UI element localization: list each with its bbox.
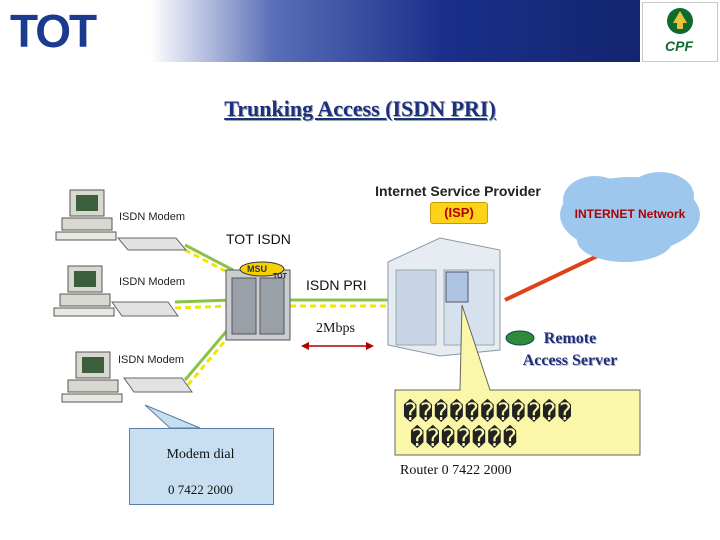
remote-line-1: Remote xyxy=(543,330,597,347)
cpf-logo-text: CPF xyxy=(665,38,693,54)
cpf-emblem-icon xyxy=(667,8,693,34)
isdn-modem-2 xyxy=(111,301,179,317)
callout-phone-number: 0 7422 2000 xyxy=(168,482,233,497)
isdn-modem-3 xyxy=(123,377,193,393)
thai-text-line-2: ������� xyxy=(410,424,519,452)
msu-rack xyxy=(225,261,291,341)
cpf-logo xyxy=(642,2,718,62)
page-title: Trunking Access (ISDN PRI) xyxy=(224,96,496,121)
modem-label-1: ISDN Modem xyxy=(119,211,186,223)
modem-label-3: ISDN Modem xyxy=(118,354,185,366)
internet-cloud-icon xyxy=(560,172,700,262)
remote-access-server-label: Remote Access Server xyxy=(500,328,640,372)
internet-network-label: INTERNET Network xyxy=(574,207,686,221)
header-gradient-band xyxy=(150,0,640,62)
isp-building xyxy=(387,237,501,357)
internet-link xyxy=(504,248,611,302)
remote-access-server xyxy=(505,330,535,346)
computer-2 xyxy=(53,265,115,317)
isp-name-label: Internet Service Provider xyxy=(375,183,541,199)
computer-1 xyxy=(55,189,117,241)
thai-text-line-1: ����������� xyxy=(403,398,573,426)
modem-dial-callout xyxy=(129,428,274,505)
isp-abbr-badge: (ISP) xyxy=(430,202,488,224)
isdn-pri-label: ISDN PRI xyxy=(306,277,367,293)
remote-line-2: Access Server xyxy=(522,352,618,369)
bandwidth-arrow xyxy=(301,342,374,350)
bandwidth-label: 2Mbps xyxy=(316,321,355,336)
tot-isdn-label: TOT ISDN xyxy=(226,231,291,247)
router-number-label: Router 0 7422 2000 xyxy=(400,463,512,478)
modem-label-2: ISDN Modem xyxy=(119,276,186,288)
tot-small-label: TOT xyxy=(273,273,287,280)
computer-3 xyxy=(61,351,123,403)
msu-label: MSU xyxy=(247,264,267,274)
callout-modem-dial: Modem dial xyxy=(166,447,235,462)
tot-logo: TOT xyxy=(10,5,97,57)
isdn-modem-1 xyxy=(116,237,188,251)
router-callout xyxy=(394,304,641,456)
modem-callout-tail xyxy=(144,404,201,429)
